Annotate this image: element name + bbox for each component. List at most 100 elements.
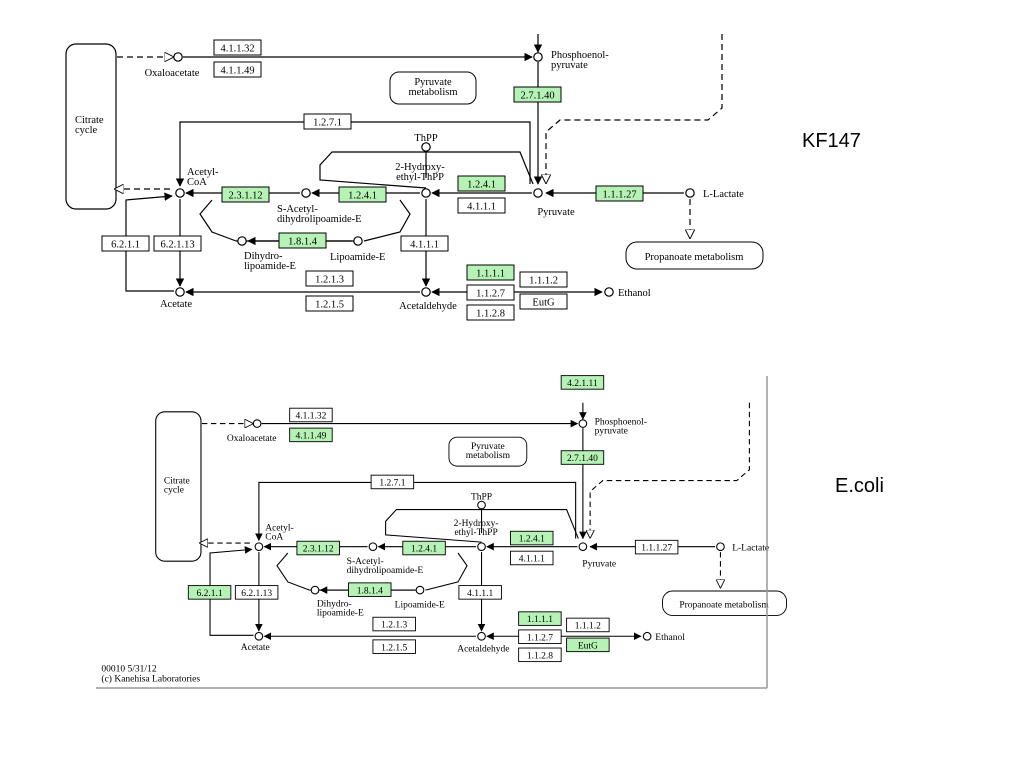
enzyme-label-1-2-4-1-mid: 1.2.4.1: [411, 545, 437, 555]
enzyme-box-6-2-1-1: [101, 235, 150, 252]
lactate-label: L-Lactate: [732, 543, 769, 553]
thpp-loop-line: [385, 509, 579, 543]
ethanol-node: [604, 287, 614, 297]
pep-node: [578, 419, 588, 428]
oxaloacetate-label: Oxaloacetate: [227, 434, 277, 444]
enzyme-label-EutG: EutG: [578, 641, 598, 651]
propanoate-metabolism-box: [662, 590, 787, 616]
enzyme-box-6-2-1-1: [187, 585, 232, 600]
species-label-ecoli: E.coli: [835, 475, 884, 497]
pep-label: Phosphoenol-pyruvate: [551, 50, 609, 71]
enzyme-label-2-7-1-40: 2.7.1.40: [567, 454, 598, 464]
enzyme-label-1-8-1-4: 1.8.1.4: [357, 586, 383, 596]
thpp-label: ThPP: [471, 493, 492, 503]
lipoamide-cycle-right: [425, 552, 468, 591]
enzyme-box-1-1-2-7: [518, 629, 562, 644]
lipoamide-cycle-right: [363, 199, 411, 242]
enzyme-label-6-2-1-13: 6.2.1.13: [241, 589, 272, 599]
dihydrolipoamide-label: Dihydro-lipoamide-E: [244, 251, 296, 272]
hydroxyethyl-thpp-node: [477, 542, 486, 552]
enzyme-label-1-2-7-1: 1.2.7.1: [313, 118, 342, 129]
enzyme-label-1-1-2-7: 1.1.2.7: [527, 633, 553, 643]
enzyme-box-EutG: [566, 637, 610, 653]
hydroxyethyl-thpp-label: 2-Hydroxy-ethyl-ThPP: [395, 162, 445, 183]
pep-node: [533, 52, 543, 62]
enzyme-label-6-2-1-13: 6.2.1.13: [160, 240, 194, 251]
enzyme-label-1-2-4-1-top: 1.2.4.1: [519, 535, 545, 545]
dihydrolipoamide-node: [237, 236, 247, 246]
enzyme-box-1-2-1-5: [305, 295, 354, 312]
ethanol-label: Ethanol: [655, 633, 685, 643]
acetate-node: [175, 287, 185, 297]
dashed-pathway-link: [590, 402, 750, 538]
sacetyl-node: [301, 188, 311, 198]
map-footer-line-1: (c) Kanehisa Laboratories: [101, 674, 200, 685]
enzyme-label-1-2-7-1: 1.2.7.1: [379, 479, 405, 489]
citrate-cycle-box: [65, 43, 117, 210]
enzyme-label-1-2-1-5: 1.2.1.5: [381, 643, 407, 653]
enzyme-box-1-2-4-1-mid: [338, 186, 387, 203]
enzyme-label-1-1-1-1: 1.1.1.1: [476, 269, 505, 280]
pep-label: Phosphoenol-pyruvate: [595, 417, 647, 436]
enzyme-label-1-2-4-1-top: 1.2.4.1: [467, 180, 496, 191]
enzyme-label-1-1-1-2: 1.1.1.2: [575, 622, 601, 632]
oxaloacetate-node: [252, 419, 262, 428]
propanoate-metabolism-label: Propanoate metabolism: [645, 252, 744, 263]
enzyme-box-4-1-1-1-low: [400, 235, 449, 252]
enzyme-label-1-1-1-2: 1.1.1.2: [529, 276, 558, 287]
acetylcoa-node: [254, 542, 264, 552]
enzyme-label-1-1-1-1: 1.1.1.1: [527, 615, 553, 625]
enzyme-label-4-1-1-1-low: 4.1.1.1: [410, 240, 439, 251]
enzyme-label-1-2-1-3: 1.2.1.3: [381, 621, 407, 631]
enzyme-box-1-2-1-5: [372, 639, 416, 654]
sacetyl-node: [368, 542, 378, 552]
pyruvate-metabolism-box: [389, 71, 477, 105]
acetaldehyde-label: Acetaldehyde: [399, 301, 457, 312]
enzyme-box-6-2-1-13: [234, 585, 279, 600]
propanoate-metabolism-box: [625, 241, 764, 270]
enzyme-box-2-3-1-12: [221, 186, 270, 203]
enzyme-label-4-1-1-1-top: 4.1.1.1: [519, 555, 545, 565]
enzyme-box-1-2-4-1-top: [510, 530, 554, 546]
lactate-node: [716, 542, 725, 552]
acetate-label: Acetate: [160, 299, 192, 310]
enzyme-label-1-1-2-7: 1.1.2.7: [476, 289, 505, 300]
enzyme-box-EutG: [519, 293, 568, 310]
enzyme-box-4-2-1-11: [560, 375, 605, 390]
enzyme-box-1-1-2-8: [518, 647, 562, 663]
enzyme-label-4-1-1-32: 4.1.1.32: [220, 44, 254, 55]
acetate-node: [254, 631, 264, 641]
enzyme-box-1-1-1-27: [634, 539, 679, 555]
acetylcoa-label: Acetyl-CoA: [187, 167, 219, 188]
lipoamide-cycle-left: [199, 199, 237, 242]
enzyme-box-4-1-1-1-top: [510, 550, 554, 566]
enzyme-label-4-1-1-1-top: 4.1.1.1: [467, 202, 496, 213]
ethanol-node: [642, 631, 652, 641]
acetylcoa-label: Acetyl-CoA: [265, 523, 294, 542]
oxaloacetate-label: Oxaloacetate: [145, 68, 200, 79]
enzyme-label-1-1-1-27: 1.1.1.27: [602, 190, 636, 201]
enzyme-box-1-8-1-4: [348, 582, 392, 597]
enzyme-label-1-8-1-4: 1.8.1.4: [288, 237, 318, 248]
lipoamide-node: [353, 236, 363, 246]
citrate-cycle-box: [155, 411, 202, 562]
sacetyl-label: S-Acetyl-dihydrolipoamide-E: [347, 557, 424, 576]
lipoamide-node: [415, 585, 425, 595]
dihydrolipoamide-node: [310, 585, 320, 595]
acetylcoa-node: [175, 188, 185, 198]
propanoate-metabolism-label: Propanoate metabolism: [679, 600, 769, 610]
enzyme-label-1-2-1-5: 1.2.1.5: [315, 300, 344, 311]
enzyme-box-4-1-1-1-top: [457, 197, 506, 214]
acetaldehyde-node: [477, 631, 486, 641]
pyruvate-to-acetylcoa-arrow: [175, 121, 531, 187]
enzyme-box-2-7-1-40: [513, 86, 562, 103]
enzyme-label-4-2-1-11: 4.2.1.11: [567, 379, 598, 389]
enzyme-label-4-1-1-1-low: 4.1.1.1: [467, 589, 493, 599]
enzyme-box-4-1-1-49: [213, 61, 262, 78]
pyruvate-label: Pyruvate: [537, 207, 575, 218]
